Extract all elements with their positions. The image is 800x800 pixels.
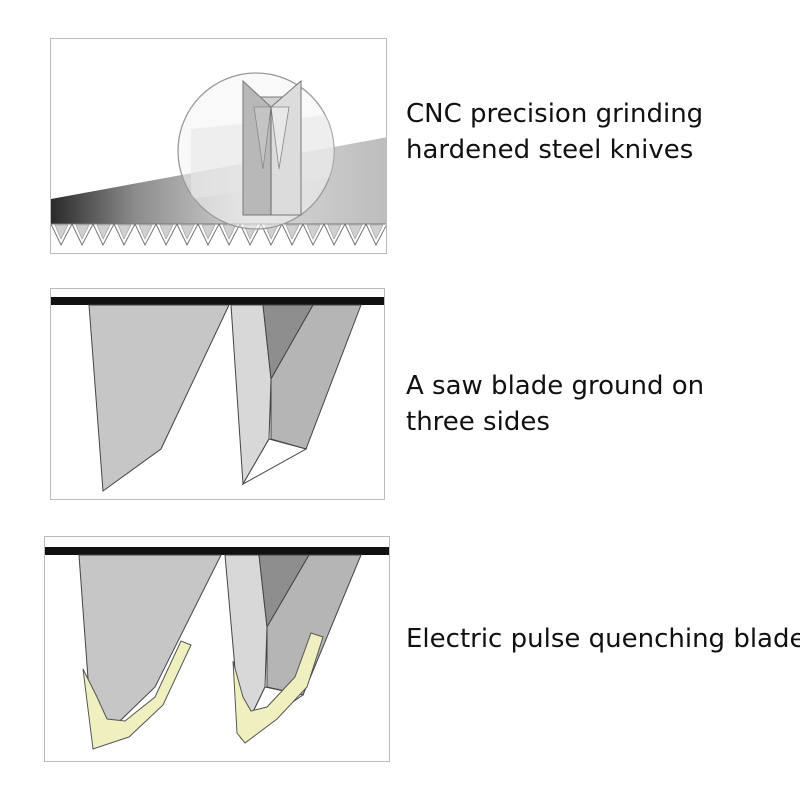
hardened-zone: [82, 640, 192, 750]
caption-cnc-grinding: CNC precision grinding hardened steel kn…: [406, 96, 703, 168]
saw-tooth-bevel: [75, 224, 90, 240]
left-tooth: [88, 304, 230, 492]
saw-tooth-bevel: [348, 224, 363, 240]
quenched-tooth-drawing: [45, 547, 389, 750]
saw-tooth-bevel: [306, 224, 321, 240]
right-quenched-tooth: [224, 554, 362, 744]
cnc-grinding-illustration: [50, 38, 387, 254]
caption-three-side-ground: A saw blade ground on three sides: [406, 368, 704, 440]
saw-tooth-bevel: [138, 224, 153, 240]
saw-teeth: [51, 223, 386, 247]
saw-blade-magnifier-drawing: [51, 72, 386, 247]
caption-line: hardened steel knives: [406, 135, 694, 165]
caption-line: three sides: [406, 407, 550, 437]
blade-top-bar: [51, 297, 384, 305]
saw-tooth-bevel: [180, 224, 195, 240]
caption-line: A saw blade ground on: [406, 371, 705, 401]
saw-tooth-bevel: [369, 224, 384, 240]
saw-tooth-bevel: [327, 224, 342, 240]
blade-top-bar: [45, 547, 389, 555]
saw-tooth-bevel: [285, 224, 300, 240]
saw-tooth-bevel: [54, 224, 69, 240]
saw-tooth-bevel: [201, 224, 216, 240]
right-tooth-three-faces: [230, 304, 362, 486]
pulse-quenching-illustration: [44, 536, 390, 762]
saw-tooth-bevel: [117, 224, 132, 240]
saw-tooth-bevel: [96, 224, 111, 240]
left-quenched-tooth: [78, 554, 222, 750]
three-side-ground-illustration: [50, 288, 385, 500]
caption-line: Electric pulse quenching blade: [406, 624, 800, 654]
tooth-cross-section-drawing: [51, 297, 384, 492]
magnified-tooth: [242, 79, 302, 216]
caption-pulse-quenching: Electric pulse quenching blade: [406, 621, 800, 657]
caption-line: CNC precision grinding: [406, 99, 704, 129]
hardened-zone: [232, 632, 324, 744]
saw-tooth-bevel: [159, 224, 174, 240]
